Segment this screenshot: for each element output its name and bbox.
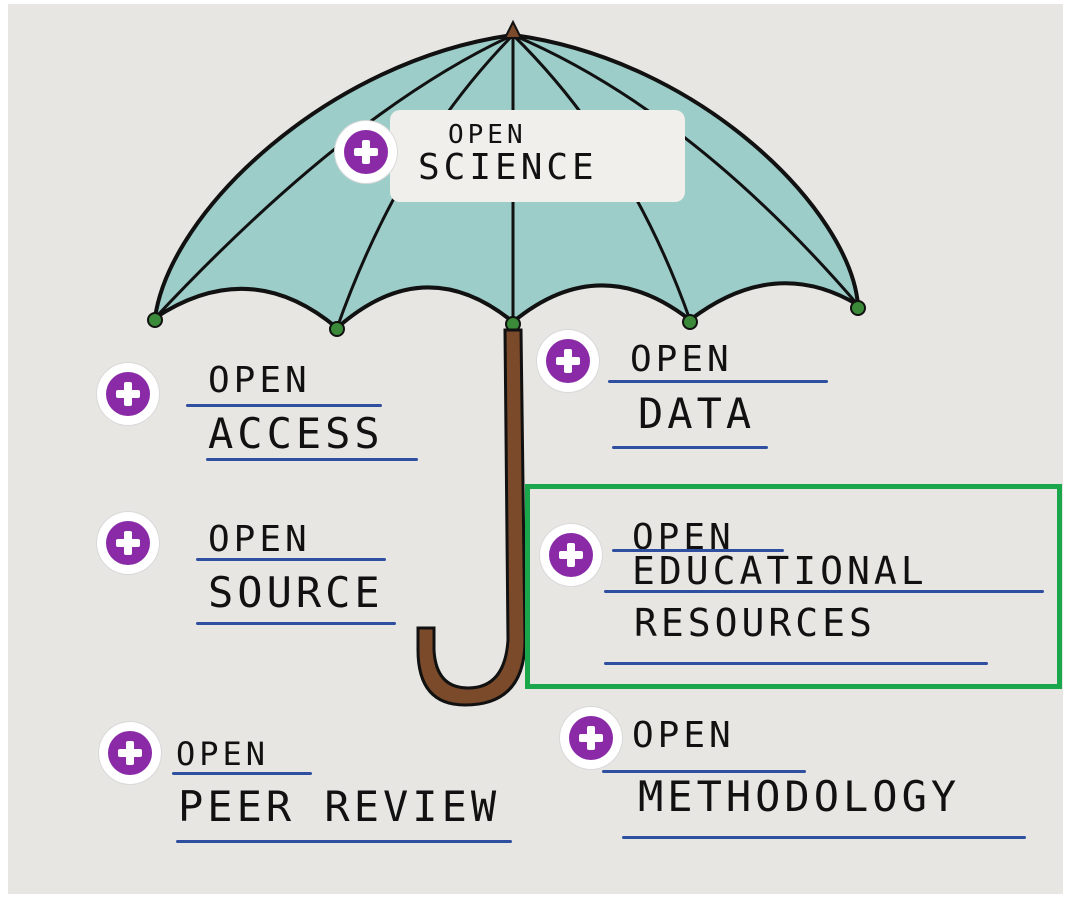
plus-icon (106, 372, 150, 416)
open-methodology-line2: METHODOLOGY (638, 772, 961, 821)
open-data-line1: OPEN (630, 339, 733, 380)
open-science-label-patch (390, 110, 685, 202)
umbrella-handle (416, 328, 527, 707)
open-access-line1: OPEN (208, 360, 311, 401)
open-methodology-plus-button[interactable] (560, 707, 622, 769)
plus-icon (344, 130, 388, 174)
open-peer-review-line2: PEER REVIEW (178, 782, 501, 831)
open-data-plus-button[interactable] (537, 330, 599, 392)
underline (186, 404, 382, 407)
open-science-plus-button[interactable] (335, 121, 397, 183)
underline (196, 622, 396, 625)
open-educational-resources-line2: EDUCATIONAL (632, 549, 928, 593)
underline (622, 836, 1026, 839)
underline (206, 458, 418, 461)
plus-icon (546, 339, 590, 383)
open-access-line2: ACCESS (208, 409, 384, 458)
underline (612, 446, 768, 449)
open-peer-review-plus-button[interactable] (99, 722, 161, 784)
open-science-line2: SCIENCE (418, 147, 598, 188)
plus-icon (549, 533, 593, 577)
rib-tip (329, 321, 345, 337)
rib-tip (850, 300, 866, 316)
rib-tip (147, 312, 163, 328)
umbrella-rib (512, 33, 860, 306)
underline (604, 662, 988, 665)
open-data-line2: DATA (638, 389, 756, 438)
open-source-line1: OPEN (208, 519, 311, 560)
underline (172, 772, 312, 775)
rib-tip (682, 314, 698, 330)
underline (602, 770, 806, 773)
underline (604, 590, 1044, 593)
open-source-plus-button[interactable] (97, 512, 159, 574)
plus-icon (108, 731, 152, 775)
underline (608, 380, 828, 383)
open-access-plus-button[interactable] (97, 363, 159, 425)
underline (176, 840, 512, 843)
open-educational-resources-line3: RESOURCES (634, 601, 876, 645)
open-science-line1: OPEN (448, 120, 527, 150)
plus-icon (106, 521, 150, 565)
open-methodology-line1: OPEN (632, 715, 735, 756)
underline (196, 558, 386, 561)
open-educational-resources-plus-button[interactable] (540, 524, 602, 586)
plus-icon (569, 716, 613, 760)
highlight-box (525, 484, 1062, 689)
open-peer-review-line1: OPEN (176, 735, 270, 773)
umbrella-tip (503, 19, 523, 39)
underline (612, 549, 784, 552)
open-source-line2: SOURCE (208, 568, 384, 617)
